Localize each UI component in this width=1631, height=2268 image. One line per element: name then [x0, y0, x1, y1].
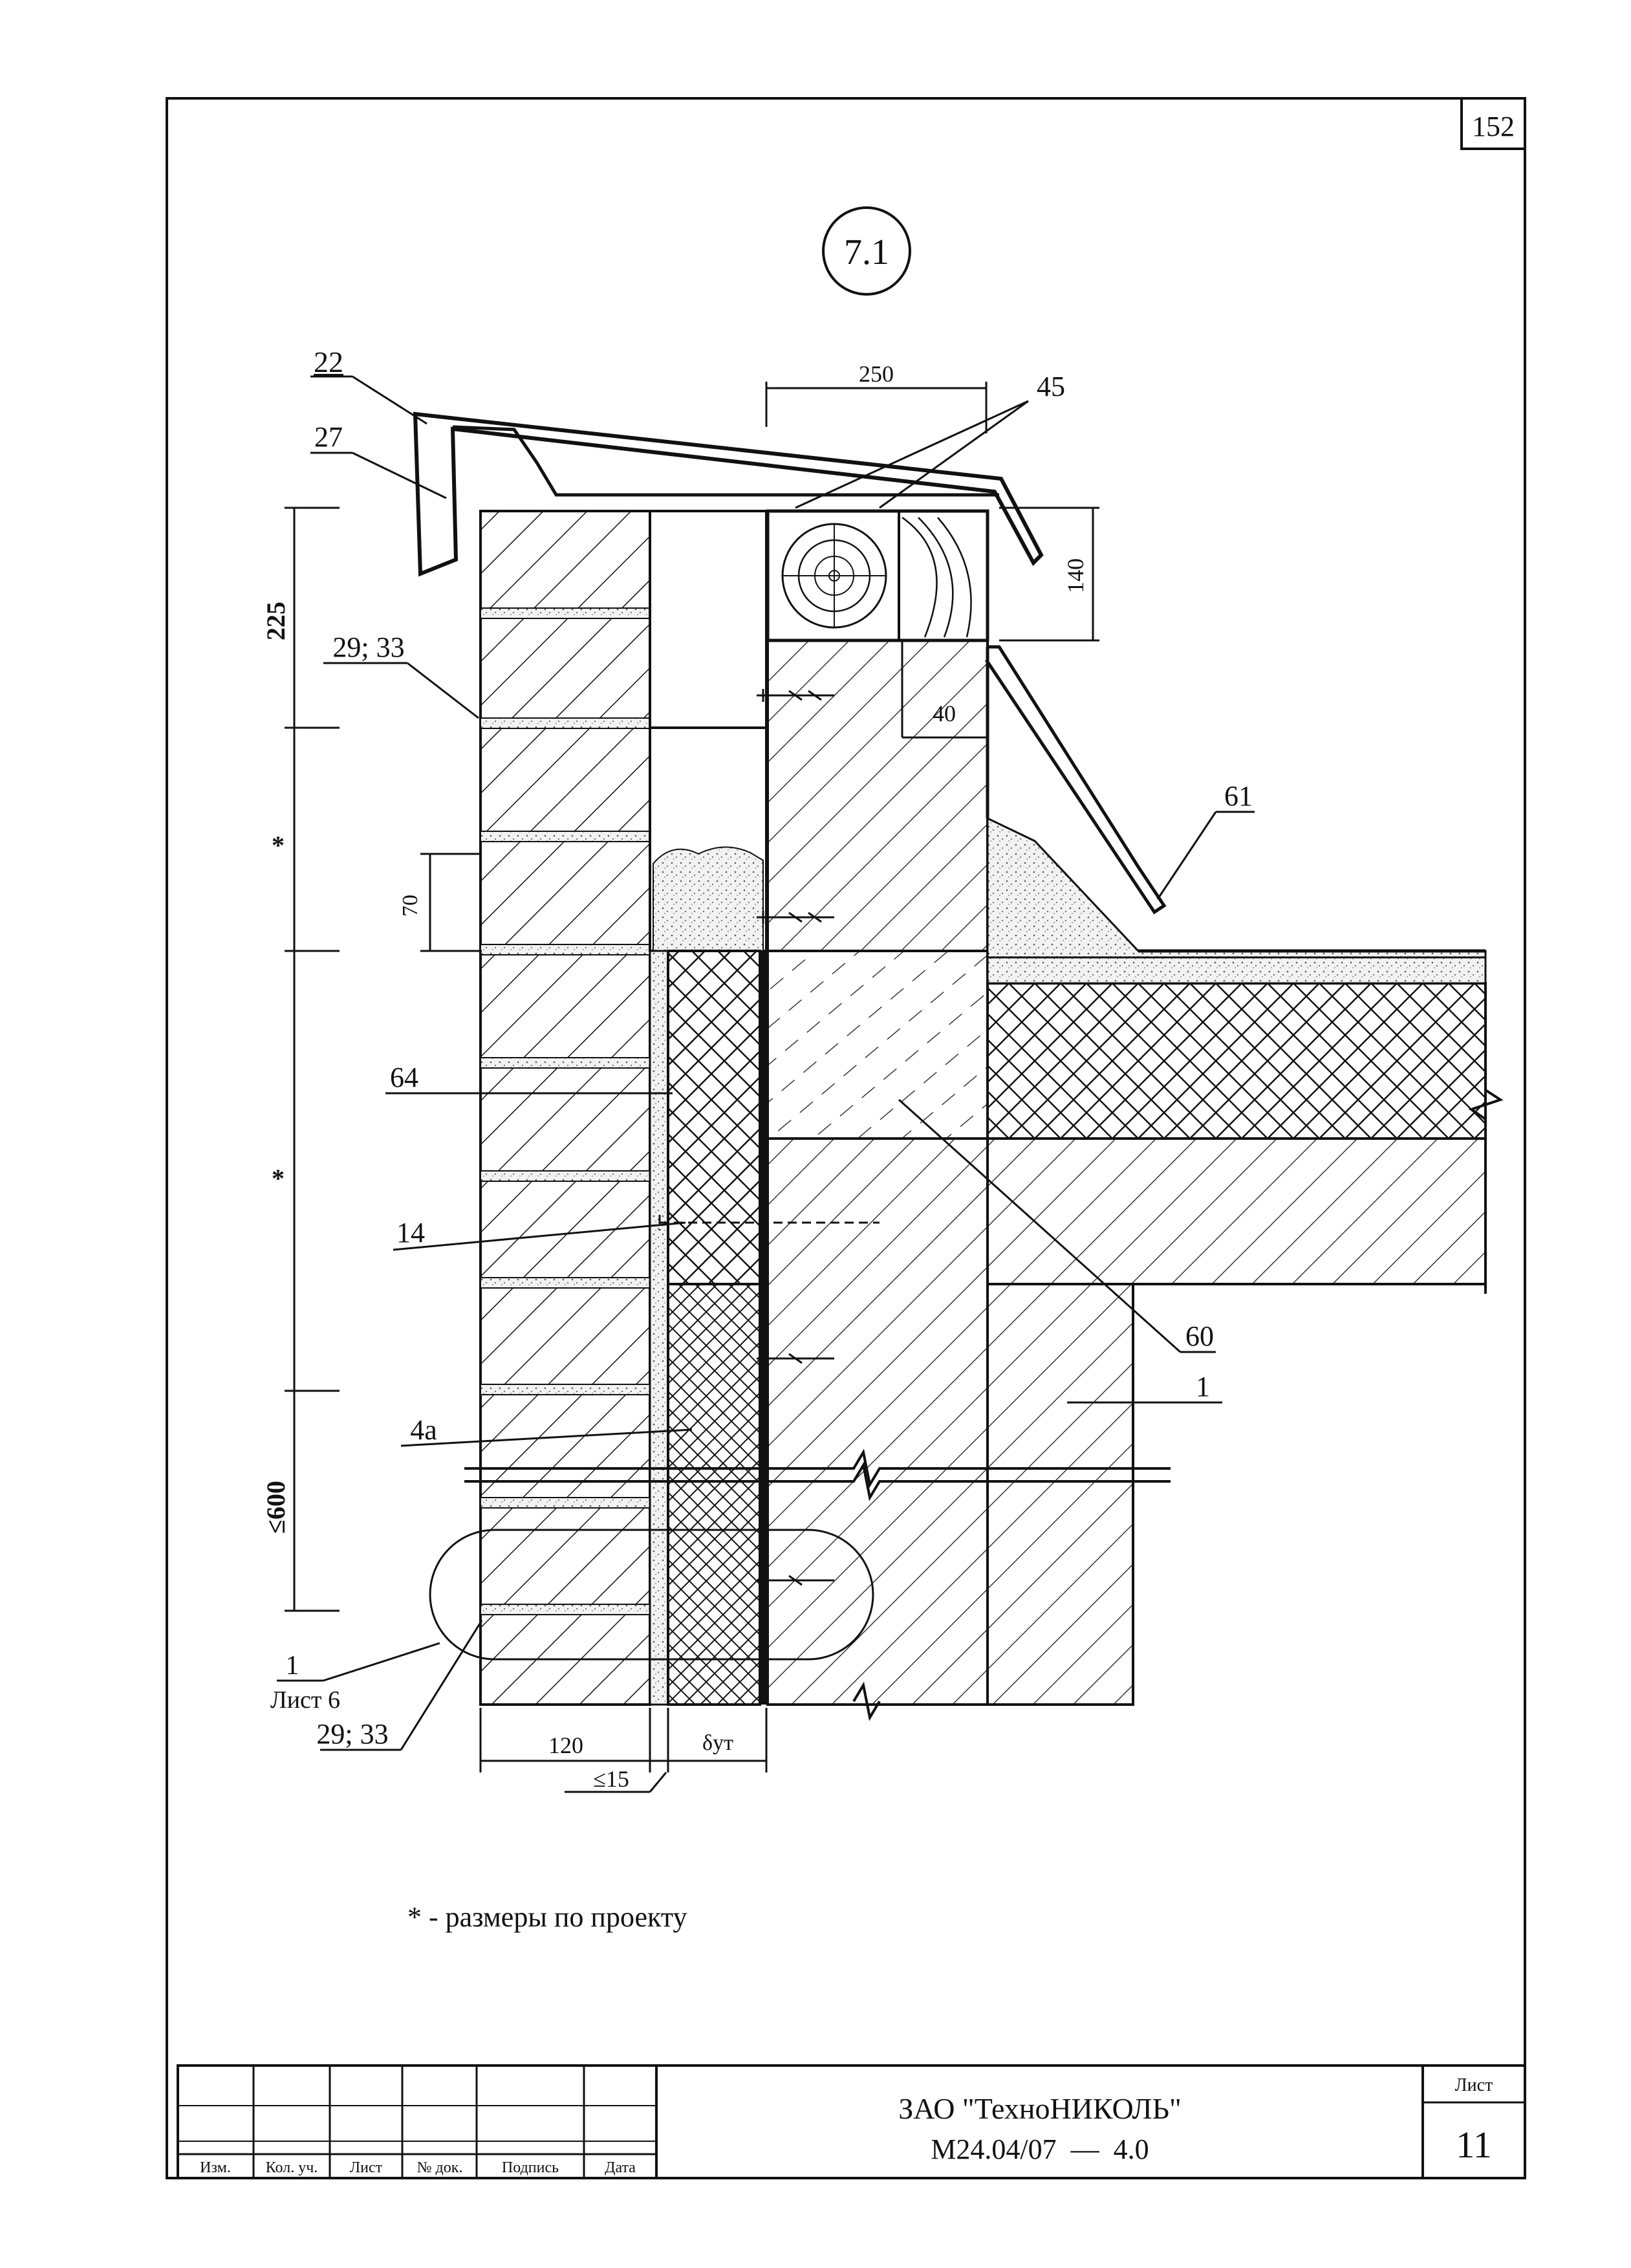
sand-fill [653, 846, 764, 952]
tb-header-sign: Подпись [502, 2159, 559, 2176]
sheet-label: Лист [1455, 2075, 1493, 2095]
dim-600: ≤600 [261, 1481, 290, 1534]
tb-header-kol: Кол. уч. [266, 2159, 318, 2176]
tb-header-izm: Изм. [200, 2159, 231, 2176]
section-oval [429, 1529, 874, 1661]
dim-star-2: * [272, 1164, 285, 1193]
callout-22: 22 [314, 345, 343, 378]
dimensions [285, 382, 1099, 1793]
timber-blocks [766, 509, 989, 642]
dim-120: 120 [548, 1732, 583, 1758]
coping-clamp [452, 425, 999, 497]
dim-insulation: δут [702, 1731, 733, 1755]
brick-wall [479, 510, 651, 1706]
callout-45: 45 [1037, 371, 1065, 402]
concrete-wall [766, 639, 1134, 1706]
callout-29-33-bottom: 29; 33 [316, 1718, 388, 1750]
dim-225: 225 [261, 602, 290, 640]
title-block [177, 2064, 1526, 2179]
tb-header-list: Лист [350, 2159, 383, 2176]
callout-4a: 4а [410, 1414, 437, 1446]
dim-140: 140 [1063, 558, 1088, 593]
company-name: ЗАО "ТехноНИКОЛЬ" [898, 2092, 1182, 2125]
detail-marker [822, 206, 911, 296]
dim-250: 250 [859, 361, 894, 387]
section-sheet: Лист 6 [270, 1686, 340, 1714]
callout-61: 61 [1224, 780, 1253, 812]
anchors [658, 689, 880, 1587]
leader-lines [277, 375, 1255, 1751]
callout-60: 60 [1185, 1320, 1214, 1352]
callout-40: 40 [933, 701, 956, 726]
page-number-box [1460, 97, 1526, 150]
flashing [984, 645, 1167, 915]
document-code: М24.04/07 — 4.0 [931, 2133, 1149, 2165]
sheet-number: 11 [1456, 2124, 1492, 2166]
tb-header-date: Дата [605, 2159, 636, 2176]
roof-slab [986, 816, 1487, 1285]
footnote: * - размеры по проекту [407, 1901, 687, 1933]
dim-70: 70 [398, 895, 422, 917]
dim-star-1: * [272, 831, 285, 860]
section-number: 1 [286, 1651, 299, 1681]
break-lines [464, 1064, 1504, 1721]
insulation-layer [649, 950, 768, 1706]
dim-15: ≤15 [593, 1766, 629, 1792]
callout-64: 64 [390, 1062, 418, 1093]
metal-coping [413, 411, 1044, 577]
callout-1: 1 [1196, 1371, 1210, 1402]
detail-id: 7.1 [844, 232, 889, 272]
callout-29-33-top: 29; 33 [332, 631, 404, 663]
callout-14: 14 [396, 1217, 425, 1248]
page-number: 152 [1472, 111, 1515, 142]
callout-27: 27 [314, 421, 343, 453]
tb-header-doc: № док. [417, 2159, 463, 2176]
